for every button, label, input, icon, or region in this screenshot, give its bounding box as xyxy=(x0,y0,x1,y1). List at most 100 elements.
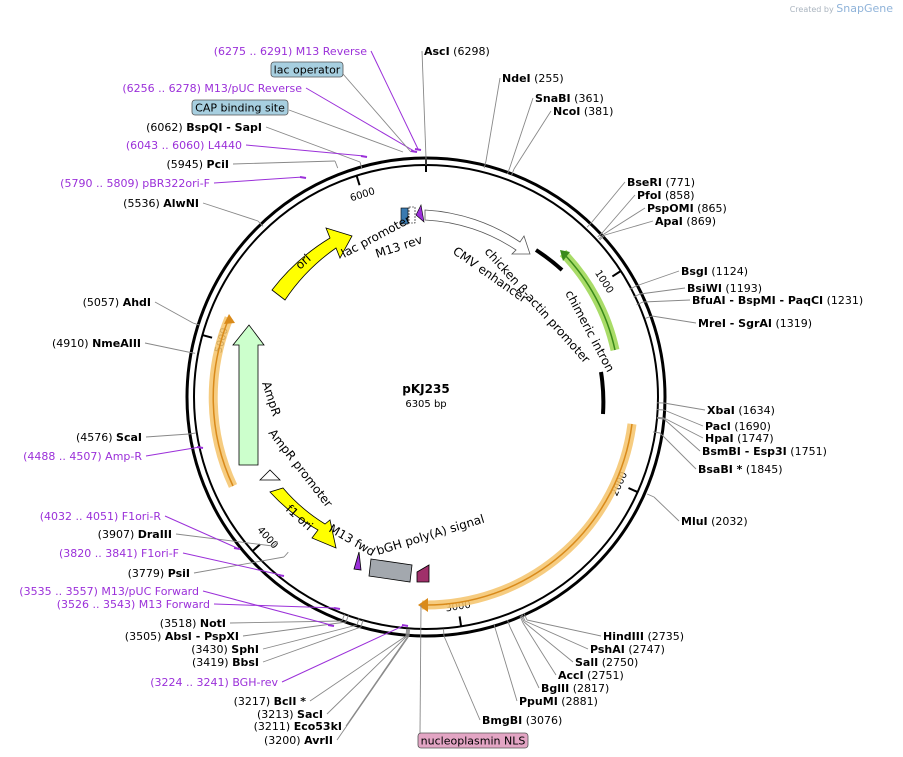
site-leader xyxy=(653,496,680,522)
site-label: (3213) SacI xyxy=(257,708,323,721)
tick-mark xyxy=(628,487,639,493)
site-leader xyxy=(262,626,362,663)
site-tick xyxy=(341,614,345,622)
site-label: PspOMI (865) xyxy=(647,202,727,215)
site-label: (3505) AbsI - PspXI xyxy=(125,630,239,643)
site-label: PpuMI (2881) xyxy=(519,695,598,708)
site-tick xyxy=(272,541,278,547)
site-leader xyxy=(232,160,336,165)
site-label: SnaBI (361) xyxy=(535,92,604,105)
site-label: PacI (1690) xyxy=(705,420,771,433)
cmv-enhancer-arrow xyxy=(424,209,531,255)
site-label: (4910) NmeAIII xyxy=(52,337,141,350)
highlight-arcs xyxy=(208,249,637,612)
site-leader xyxy=(639,287,686,295)
site-leader xyxy=(202,202,259,222)
primer-mark xyxy=(196,446,204,449)
site-label: (4576) ScaI xyxy=(76,431,142,444)
site-tick xyxy=(443,628,445,637)
tick-mark xyxy=(458,616,463,627)
primer-mark xyxy=(299,176,307,179)
primer-leader xyxy=(213,603,338,609)
site-tick xyxy=(359,161,363,170)
site-tick xyxy=(656,416,665,419)
site-leader xyxy=(242,621,347,637)
site-label: (3907) DraIII xyxy=(98,528,172,541)
site-leader xyxy=(309,635,407,702)
site-label: BsiWI (1193) xyxy=(687,282,762,295)
plasmid-length: 6305 bp xyxy=(405,399,446,410)
site-tick xyxy=(510,168,515,177)
ampr-arrow xyxy=(232,324,265,466)
site-label: (3419) BbsI xyxy=(192,656,259,669)
site-tick xyxy=(345,615,349,623)
site-tick xyxy=(656,417,665,420)
site-leader xyxy=(663,417,704,439)
site-leader xyxy=(336,635,410,741)
primer-mark xyxy=(233,547,241,550)
f1-ori-arrow xyxy=(269,487,337,549)
primer-mark xyxy=(414,148,422,151)
snapgene-logo: SnapGene xyxy=(836,2,893,15)
tick-mark xyxy=(611,270,622,278)
site-tick xyxy=(599,234,606,241)
tick-mark xyxy=(251,543,261,552)
snapgene-watermark: Created by SnapGene xyxy=(789,2,893,15)
site-label: HindIII (2735) xyxy=(603,630,684,643)
primer-leader xyxy=(182,552,282,576)
site-tick xyxy=(406,628,409,637)
ori-arrow xyxy=(271,227,353,301)
site-label: BmgBI (3076) xyxy=(482,714,562,727)
site-tick xyxy=(597,231,604,238)
site-leader xyxy=(659,432,697,470)
site-leader xyxy=(604,220,654,236)
site-leader xyxy=(154,301,194,324)
site-leader xyxy=(326,635,408,715)
primer-leader xyxy=(281,624,406,683)
site-tick xyxy=(629,285,637,290)
feature-box xyxy=(417,732,529,749)
primer-label: (5790 .. 5809) pBR322ori-F xyxy=(60,177,210,190)
site-leader xyxy=(175,533,274,547)
site-label: NcoI (381) xyxy=(553,105,613,118)
primer-label: (3535 .. 3557) M13/pUC Forward xyxy=(19,585,199,598)
site-label: (6062) BspQI - SapI xyxy=(146,121,262,134)
site-tick xyxy=(407,628,409,637)
site-tick xyxy=(645,315,653,319)
primer-label: (6043 .. 6060) L4440 xyxy=(126,139,242,152)
site-label: SalI (2750) xyxy=(575,656,638,669)
site-tick xyxy=(283,551,289,558)
site-tick xyxy=(507,619,511,628)
site-label: AccI (2751) xyxy=(558,669,624,682)
site-leader xyxy=(524,620,589,650)
site-leader xyxy=(663,402,706,411)
feature-box xyxy=(191,99,289,116)
site-tick xyxy=(507,166,511,175)
primer-leader xyxy=(370,50,419,150)
site-label: AscI (6298) xyxy=(424,45,490,58)
site-tick xyxy=(187,351,196,354)
site-tick xyxy=(356,618,360,626)
site-label: BglII (2817) xyxy=(541,682,609,695)
site-leader xyxy=(193,556,285,574)
site-leader xyxy=(651,315,697,324)
primer-label: (3224 .. 3241) BGH-rev xyxy=(150,676,278,689)
site-label: (5057) AhdI xyxy=(83,296,151,309)
site-tick xyxy=(188,432,197,435)
feature-label: bGH poly(A) signal xyxy=(375,512,486,558)
lac-operator-box xyxy=(408,206,416,224)
m13-rev-arrow xyxy=(415,204,425,223)
site-leader xyxy=(443,635,481,721)
site-leader xyxy=(509,626,540,689)
nls-arrow xyxy=(416,564,430,583)
primer-mark xyxy=(333,607,341,610)
primer-label: (3820 .. 3841) F1ori-F xyxy=(59,547,179,560)
site-tick xyxy=(408,628,410,637)
lac-promoter-box xyxy=(400,207,409,225)
site-tick xyxy=(633,293,641,298)
site-label: BseRI (771) xyxy=(627,176,695,189)
site-leader xyxy=(509,97,534,168)
feature-box xyxy=(270,61,344,78)
tick-label: 4000 xyxy=(255,525,280,551)
